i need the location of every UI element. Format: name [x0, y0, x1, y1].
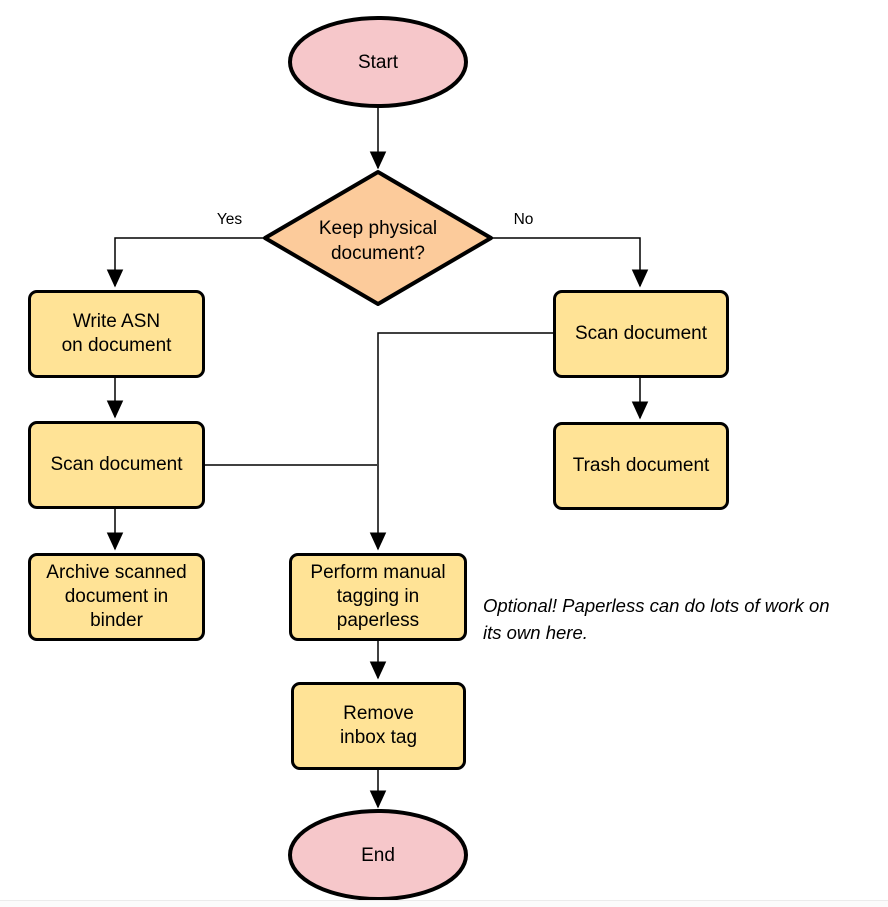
arrow-scan-right-to-manual-tagging — [369, 332, 553, 551]
node-perform-manual-tagging: Perform manual tagging in paperless — [289, 553, 467, 641]
arrow-decision-no-to-scan-document — [491, 237, 649, 288]
node-scan-document-left: Scan document — [28, 421, 205, 509]
decision-diamond — [263, 170, 493, 306]
node-scan-document-right: Scan document — [553, 290, 729, 378]
edge-label-no: No — [499, 211, 548, 229]
optional-note: Optional! Paperless can do lots of work … — [483, 595, 830, 643]
page-bottom-edge — [0, 900, 888, 907]
edge-label-yes: Yes — [205, 211, 254, 229]
end-ellipse — [288, 809, 468, 901]
node-archive-scanned-document: Archive scanned document in binder — [28, 553, 205, 641]
arrow-decision-yes-to-write-asn — [106, 237, 265, 288]
node-write-asn-on-document: Write ASN on document — [28, 290, 205, 378]
start-ellipse — [288, 16, 468, 108]
node-remove-inbox-tag: Remove inbox tag — [291, 682, 466, 770]
node-trash-document: Trash document — [553, 422, 729, 510]
